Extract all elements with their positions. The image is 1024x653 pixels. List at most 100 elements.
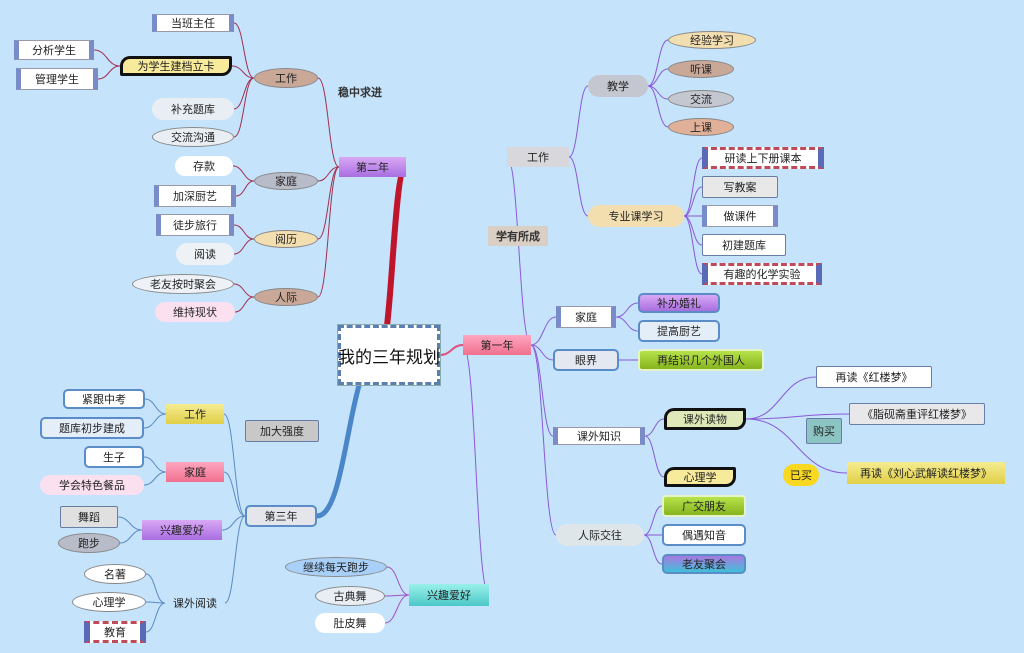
connector-y3_home-y3_h1 <box>143 456 167 473</box>
node-y1-p2[interactable]: 写教案 <box>702 176 778 198</box>
connector-y1-y1_hobby <box>462 344 490 596</box>
node-y1-view[interactable]: 眼界 <box>553 349 619 371</box>
node-y2-home[interactable]: 家庭 <box>254 172 318 190</box>
connector-y2-y2_home <box>317 166 340 182</box>
connector-y1_read-y1_r1 <box>745 376 817 420</box>
connector-y3_read-y3_r1 <box>145 573 166 604</box>
node-y1-r2[interactable]: 《脂砚斋重评红楼梦》 <box>849 403 985 425</box>
connector-y2_home-y2_h2 <box>235 180 255 197</box>
connector-y1_pro-y1_p1 <box>683 157 703 217</box>
node-y1-s1[interactable]: 广交朋友 <box>662 495 746 517</box>
connector-y3_read-y3_r2 <box>145 601 166 604</box>
node-y1-hobby[interactable]: 兴趣爱好 <box>409 584 489 606</box>
node-y3-h2[interactable]: 学会特色餐品 <box>40 475 144 495</box>
node-y2-motto[interactable]: 稳中求进 <box>338 86 382 99</box>
connector-y1_teach-y1_t2 <box>647 68 669 87</box>
connector-y1_read-y1_r2 <box>745 413 850 420</box>
node-y1-r1[interactable]: 再读《红楼梦》 <box>816 366 932 388</box>
node-y1-hb1[interactable]: 继续每天跑步 <box>285 557 387 577</box>
node-y1-work[interactable]: 工作 <box>507 147 569 167</box>
connector-y2_w2-y2_w2b <box>97 65 121 80</box>
node-y3-h1[interactable]: 生子 <box>84 446 144 468</box>
node-y3-hb1[interactable]: 舞蹈 <box>60 506 118 528</box>
node-y1-p4[interactable]: 初建题库 <box>702 234 786 256</box>
node-y1-motto[interactable]: 学有所成 <box>488 226 548 246</box>
node-y2-w1[interactable]: 当班主任 <box>152 14 234 32</box>
node-y2-e1[interactable]: 徒步旅行 <box>156 214 234 236</box>
node-y1-psy[interactable]: 心理学 <box>664 467 736 487</box>
node-y1-t3[interactable]: 交流 <box>668 90 734 108</box>
node-y3-w1[interactable]: 紧跟中考 <box>63 389 145 409</box>
connector-y1_soc-y1_s1 <box>643 505 663 536</box>
node-y3-hobby[interactable]: 兴趣爱好 <box>142 520 222 540</box>
node-y1-home[interactable]: 家庭 <box>556 306 616 328</box>
connector-y3-y3_hobby <box>221 515 246 531</box>
node-y1-hb2[interactable]: 古典舞 <box>315 586 385 606</box>
node-y3-w2[interactable]: 题库初步建成 <box>40 417 144 439</box>
node-y3-r3[interactable]: 教育 <box>84 621 146 643</box>
node-y1-r3note[interactable]: 已买 <box>783 464 819 486</box>
node-y1-p3[interactable]: 做课件 <box>702 205 778 227</box>
node-y3-work[interactable]: 工作 <box>166 404 224 424</box>
node-y3-motto[interactable]: 加大强度 <box>245 420 319 442</box>
connector-y2_exp-y2_e2 <box>233 238 255 255</box>
node-y2[interactable]: 第二年 <box>339 157 406 177</box>
connector-y3_read-y3_r3 <box>145 602 166 633</box>
node-y1-p1[interactable]: 研读上下册课本 <box>702 147 824 169</box>
connector-y1_work-y1_pro <box>568 156 589 217</box>
node-y3-r1[interactable]: 名著 <box>84 564 146 584</box>
node-y2-w2a[interactable]: 分析学生 <box>14 40 94 60</box>
node-y1-t1[interactable]: 经验学习 <box>668 31 756 49</box>
connector-y2_work-y2_w2 <box>231 65 255 79</box>
node-center[interactable]: 我的三年规划 <box>337 324 441 386</box>
connector-y3_work-y3_w1 <box>144 398 167 415</box>
node-y1-teach[interactable]: 教学 <box>588 75 648 97</box>
connector-y1_read-y1_r3 <box>745 418 848 474</box>
node-y1-r3[interactable]: 再读《刘心武解读红楼梦》 <box>847 462 1005 484</box>
connector-y2_work-y2_w4 <box>233 77 255 138</box>
node-y2-w3[interactable]: 补充题库 <box>152 98 234 120</box>
node-y1-hb3[interactable]: 肚皮舞 <box>315 613 385 633</box>
node-y2-e2[interactable]: 阅读 <box>176 243 234 265</box>
node-y2-w2[interactable]: 为学生建档立卡 <box>120 56 232 76</box>
node-y2-h2[interactable]: 加深厨艺 <box>154 185 236 207</box>
node-y3-r2[interactable]: 心理学 <box>72 592 146 612</box>
node-y3[interactable]: 第三年 <box>245 505 317 527</box>
node-y1-t4[interactable]: 上课 <box>668 118 734 136</box>
node-y1-soc[interactable]: 人际交往 <box>556 524 644 546</box>
connector-y1_pro-y1_p5 <box>683 215 703 275</box>
node-y3-home[interactable]: 家庭 <box>166 462 224 482</box>
connector-y1_soc-y1_s3 <box>643 534 663 565</box>
node-y1-pro[interactable]: 专业课学习 <box>588 205 684 227</box>
node-y3-read[interactable]: 课外阅读 <box>173 597 217 610</box>
node-y3-hb2[interactable]: 跑步 <box>58 533 120 553</box>
node-y2-soc[interactable]: 人际 <box>254 288 318 306</box>
node-y1-t2[interactable]: 听课 <box>668 60 734 78</box>
connector-y3_home-y3_h2 <box>143 471 167 486</box>
node-y1-s2[interactable]: 偶遇知音 <box>662 524 746 546</box>
connector-y2_work-y2_w1 <box>233 22 255 79</box>
node-y1-r2note[interactable]: 购买 <box>806 418 842 444</box>
node-y1-h2[interactable]: 提高厨艺 <box>638 320 720 342</box>
connector-y3-y3_read <box>224 515 246 604</box>
node-y1-h1[interactable]: 补办婚礼 <box>638 293 720 313</box>
connector-y1_home-y1_h1 <box>615 302 639 318</box>
node-y2-h1[interactable]: 存款 <box>175 156 233 176</box>
node-y1-v1[interactable]: 再结识几个外国人 <box>638 349 764 371</box>
node-y2-exp[interactable]: 阅历 <box>254 230 318 248</box>
connector-y2-y2_exp <box>317 166 340 240</box>
node-y2-s1[interactable]: 老友按时聚会 <box>132 274 234 294</box>
node-y1-read[interactable]: 课外读物 <box>664 408 746 430</box>
node-y2-w4[interactable]: 交流沟通 <box>152 127 234 147</box>
connector-y3-y3_home <box>223 471 246 517</box>
node-y2-work[interactable]: 工作 <box>254 68 318 88</box>
node-y1-know[interactable]: 课外知识 <box>553 427 645 445</box>
connector-y1-y1_know <box>530 344 554 437</box>
node-y1-s3[interactable]: 老友聚会 <box>662 554 746 574</box>
node-y1[interactable]: 第一年 <box>463 335 531 355</box>
node-y2-s2[interactable]: 维持现状 <box>155 302 235 322</box>
connector-y1-y1_home <box>530 316 557 346</box>
node-y1-p5[interactable]: 有趣的化学实验 <box>702 263 822 285</box>
node-y2-w2b[interactable]: 管理学生 <box>16 68 98 90</box>
connector-y2_w2-y2_w2a <box>93 49 121 67</box>
